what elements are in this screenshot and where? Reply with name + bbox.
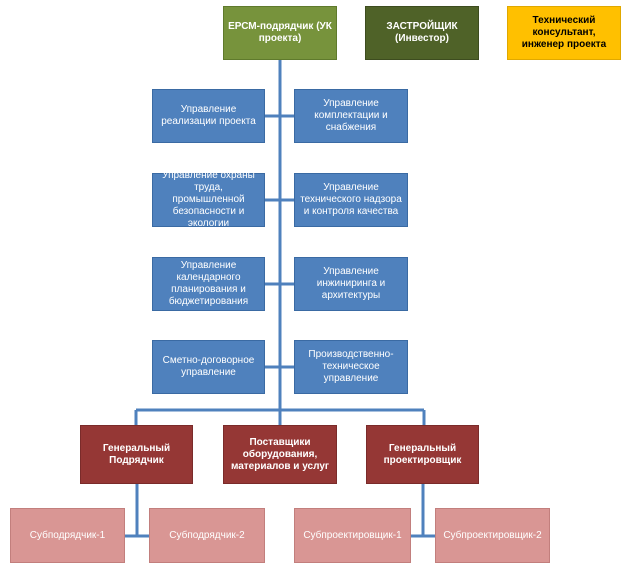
department-label: Управление охраны труда, промышленной бе… [162,170,255,229]
department-estimates-contracts: Сметно-договорное управление [152,340,265,394]
subdesigner-1-box: Субпроектировщик-1 [294,508,411,563]
suppliers-label: Поставщики оборудования, материалов и ус… [230,436,330,472]
general-designer-label: Генеральный проектировщик [383,442,462,466]
department-label: Производственно-техническое управление [308,349,394,384]
suppliers-box: Поставщики оборудования, материалов и ус… [223,425,337,484]
department-production-technical: Производственно-техническое управление [294,340,408,394]
subdesigner-1-label: Субпроектировщик-1 [303,529,402,541]
department-label: Управление календарного планирования и б… [168,260,249,307]
general-designer-box: Генеральный проектировщик [366,425,479,484]
subcontractor-1-box: Субподрядчик-1 [10,508,125,563]
epcm-contractor-label: ЕРСМ-подрядчик (УК проекта) [228,21,332,44]
department-label: Управление технического надзора и контро… [300,182,402,217]
department-planning-budgeting: Управление календарного планирования и б… [152,257,265,311]
subdesigner-2-label: Субпроектировщик-2 [443,529,542,541]
department-label: Управление комплектации и снабжения [314,98,388,133]
department-engineering-architecture: Управление инжиниринга и архитектуры [294,257,408,311]
technical-consultant-box: Технический консультант, инженер проекта [507,6,621,60]
general-contractor-box: Генеральный Подрядчик [80,425,193,484]
developer-label: ЗАСТРОЙЩИК (Инвестор) [386,21,458,44]
department-technical-supervision: Управление технического надзора и контро… [294,173,408,227]
subcontractor-2-label: Субподрядчик-2 [169,529,245,541]
department-procurement: Управление комплектации и снабжения [294,89,408,143]
department-label: Сметно-договорное управление [162,355,255,378]
department-labor-safety: Управление охраны труда, промышленной бе… [152,170,265,229]
subcontractor-2-box: Субподрядчик-2 [149,508,265,563]
department-label: Управление инжиниринга и архитектуры [316,266,386,301]
technical-consultant-label: Технический консультант, инженер проекта [521,15,607,50]
general-contractor-label: Генеральный Подрядчик [102,442,171,466]
department-label: Управление реализации проекта [161,104,256,127]
subcontractor-1-label: Субподрядчик-1 [29,529,106,541]
epcm-contractor-box: ЕРСМ-подрядчик (УК проекта) [223,6,337,60]
department-project-implementation: Управление реализации проекта [152,89,265,143]
subdesigner-2-box: Субпроектировщик-2 [435,508,550,563]
developer-box: ЗАСТРОЙЩИК (Инвестор) [365,6,479,60]
